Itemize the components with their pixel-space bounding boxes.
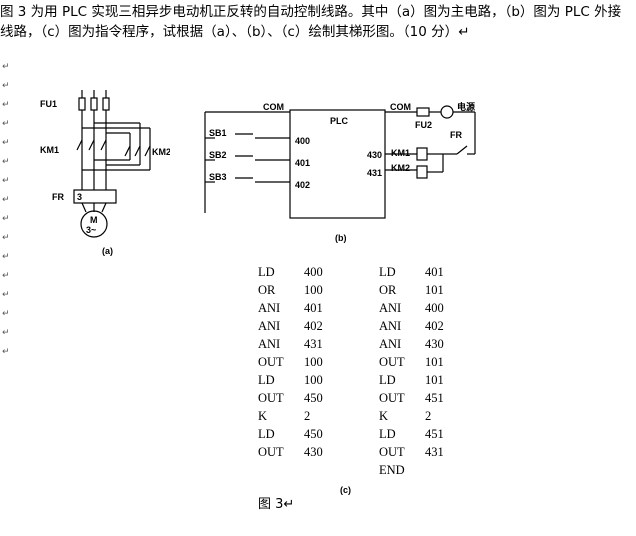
- operand: 450: [304, 391, 323, 405]
- power-label: 电源: [457, 101, 475, 112]
- main-circuit-diagram: FU1 KM1 KM2 FR 3 M 3~ (a): [40, 90, 170, 256]
- opcode: OUT: [379, 391, 405, 405]
- output-431-label: 431: [367, 168, 382, 178]
- opcode: LD: [379, 373, 396, 387]
- opcode: OUT: [258, 391, 284, 405]
- operand: 100: [304, 283, 323, 297]
- input-401-label: 401: [295, 158, 310, 168]
- paragraph-mark: ↵: [2, 138, 10, 148]
- operand: 400: [304, 265, 323, 279]
- opcode: LD: [258, 373, 275, 387]
- opcode: K: [379, 409, 389, 423]
- opcode: ANI: [379, 319, 402, 333]
- paragraph-mark: ↵: [2, 176, 10, 186]
- output-430-label: 430: [367, 150, 382, 160]
- opcode: LD: [379, 427, 396, 441]
- fig-b-caption: (b): [335, 233, 347, 243]
- paragraph-mark: ↵: [2, 309, 10, 319]
- opcode: LD: [258, 427, 275, 441]
- operand: 401: [425, 265, 444, 279]
- opcode: END: [379, 463, 405, 477]
- fr-contact-label: FR: [450, 130, 462, 140]
- fr-box-label: 3: [77, 192, 82, 202]
- operand: 100: [304, 373, 323, 387]
- paragraph-mark: ↵: [2, 100, 10, 110]
- opcode: OUT: [258, 445, 284, 459]
- sb1-label: SB1: [209, 128, 227, 138]
- operand: 402: [425, 319, 444, 333]
- question-text: 图 3 为用 PLC 实现三相异步电动机正反转的自动控制线路。其中（a）图为主电…: [0, 2, 636, 42]
- input-400-label: 400: [295, 136, 310, 146]
- com-right-label: COM: [390, 102, 411, 112]
- operand: 401: [304, 301, 323, 315]
- question-line-1: 图 3 为用 PLC 实现三相异步电动机正反转的自动控制线路。其中（a）图为主电…: [0, 4, 622, 20]
- km1-label: KM1: [40, 145, 59, 155]
- paragraph-mark: ↵: [2, 328, 10, 338]
- motor-phase-label: 3~: [86, 225, 96, 235]
- opcode: ANI: [258, 319, 281, 333]
- paragraph-mark: ↵: [2, 347, 10, 357]
- operand: 450: [304, 427, 323, 441]
- km1-coil-label: KM1: [391, 148, 410, 158]
- opcode: LD: [379, 265, 396, 279]
- operand: 101: [425, 283, 444, 297]
- sb2-label: SB2: [209, 150, 227, 160]
- paragraph-mark: ↵: [2, 271, 10, 281]
- opcode: OR: [379, 283, 397, 297]
- opcode: OUT: [258, 355, 284, 369]
- opcode: ANI: [258, 337, 281, 351]
- km2-coil-label: KM2: [391, 163, 410, 173]
- input-402-label: 402: [295, 180, 310, 190]
- opcode: ANI: [258, 301, 281, 315]
- paragraph-mark: ↵: [2, 81, 10, 91]
- operand: 2: [425, 409, 432, 423]
- operand: 100: [304, 355, 323, 369]
- fig-c-caption: (c): [340, 485, 351, 495]
- plc-label: PLC: [330, 116, 349, 126]
- operand: 101: [425, 355, 444, 369]
- opcode: ANI: [379, 337, 402, 351]
- opcode: ANI: [379, 301, 402, 315]
- paragraph-mark: ↵: [2, 62, 10, 72]
- opcode: LD: [258, 265, 275, 279]
- paragraph-mark: ↵: [2, 157, 10, 167]
- fu1-label: FU1: [40, 99, 57, 109]
- paragraph-mark: ↵: [2, 195, 10, 205]
- operand: 402: [304, 319, 323, 333]
- sb3-label: SB3: [209, 172, 227, 182]
- opcode: OR: [258, 283, 276, 297]
- opcode: K: [258, 409, 268, 423]
- fig-a-caption: (a): [102, 246, 113, 256]
- paragraph-mark: ↵: [2, 214, 10, 224]
- paragraph-mark: ↵: [2, 233, 10, 243]
- fu2-label: FU2: [415, 120, 432, 130]
- operand: 430: [304, 445, 323, 459]
- operand: 2: [304, 409, 311, 423]
- operand: 430: [425, 337, 444, 351]
- paragraph-mark: ↵: [2, 252, 10, 262]
- operand: 400: [425, 301, 444, 315]
- operand: 101: [425, 373, 444, 387]
- operand: 431: [304, 337, 323, 351]
- question-line-2: 线路，（c）图为指令程序，试根据（a）、（b）、（c）绘制其梯形图。（10 分）…: [0, 24, 470, 40]
- paragraph-mark: ↵: [2, 119, 10, 129]
- operand: 431: [425, 445, 444, 459]
- operand: 451: [425, 427, 444, 441]
- fr-label: FR: [52, 192, 64, 202]
- paragraph-mark: ↵: [2, 290, 10, 300]
- motor-m-label: M: [90, 215, 98, 225]
- opcode: OUT: [379, 445, 405, 459]
- figure-caption: 图 3↵: [258, 497, 295, 512]
- plc-wiring-diagram: COM PLC COM SB1 SB2 SB3 400 401 402 430 …: [204, 101, 476, 243]
- opcode: OUT: [379, 355, 405, 369]
- com-left-label: COM: [263, 102, 284, 112]
- operand: 451: [425, 391, 444, 405]
- km2-label: KM2: [152, 147, 170, 157]
